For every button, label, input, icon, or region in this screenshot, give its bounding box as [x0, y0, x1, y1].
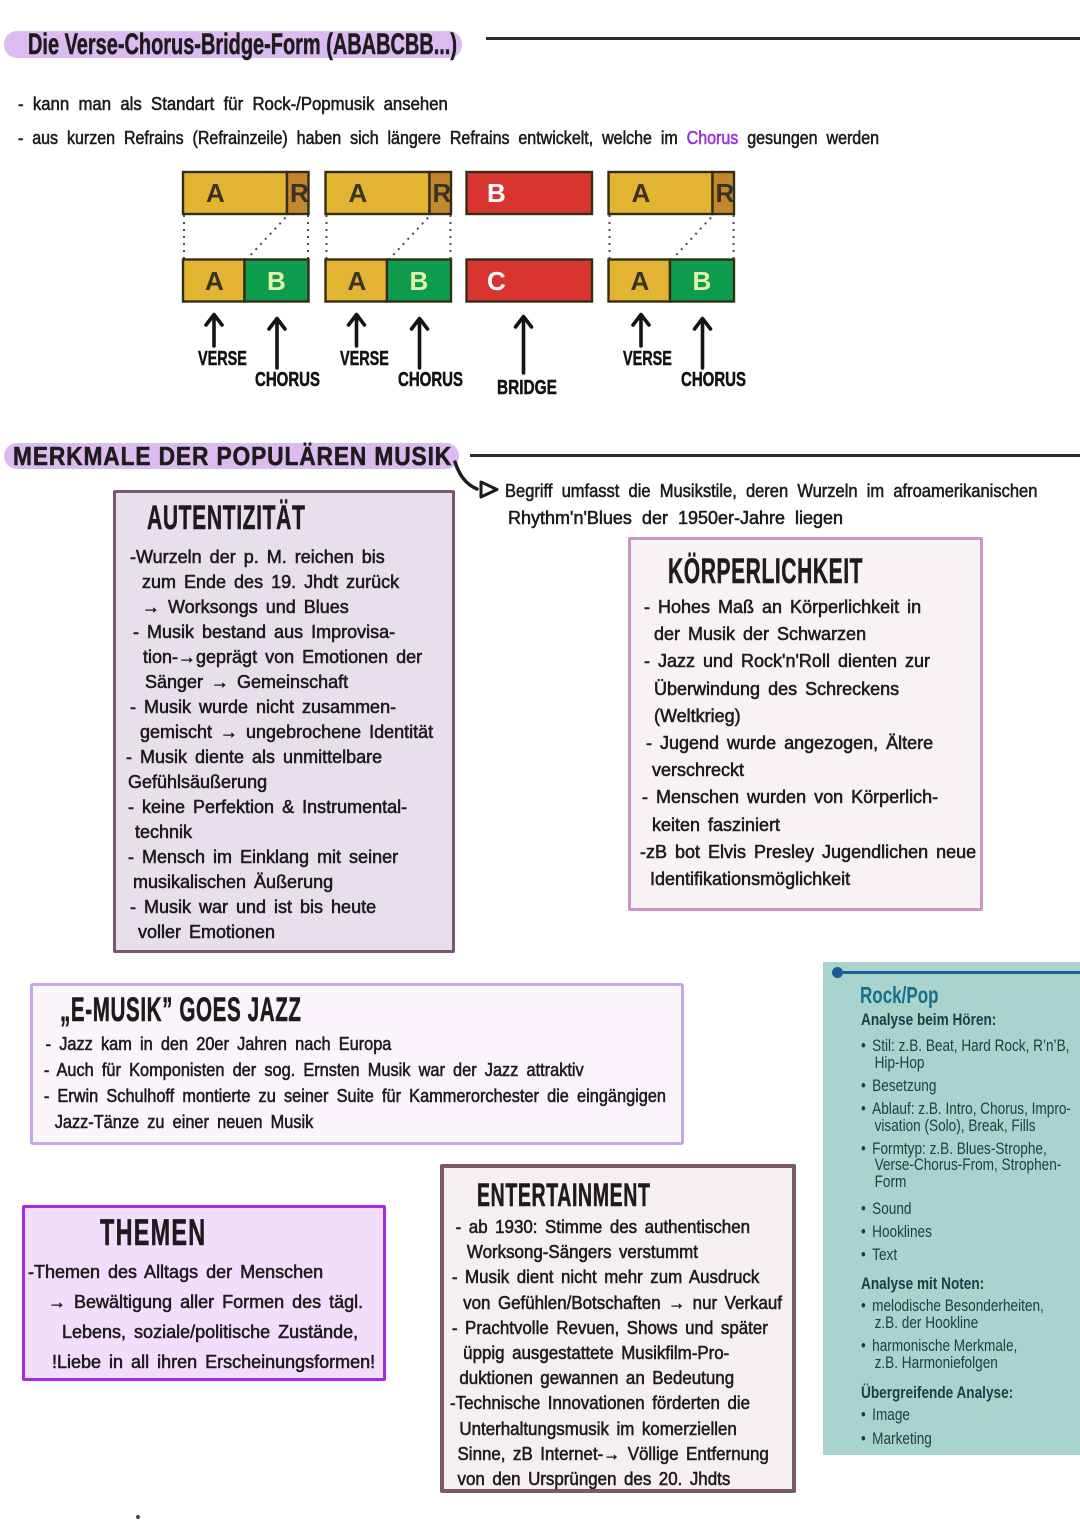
svg-text:B: B [267, 266, 286, 296]
svg-text:B: B [693, 266, 712, 296]
svg-text:B: B [487, 178, 506, 208]
svg-text:R: R [716, 178, 735, 208]
svg-text:A: A [631, 266, 650, 296]
svg-text:A: A [206, 178, 225, 208]
svg-text:A: A [632, 178, 651, 208]
svg-text:C: C [487, 266, 506, 296]
svg-text:R: R [290, 178, 309, 208]
svg-text:A: A [348, 266, 367, 296]
svg-text:R: R [433, 178, 452, 208]
svg-text:A: A [349, 178, 368, 208]
svg-text:A: A [205, 266, 224, 296]
svg-text:B: B [410, 266, 429, 296]
